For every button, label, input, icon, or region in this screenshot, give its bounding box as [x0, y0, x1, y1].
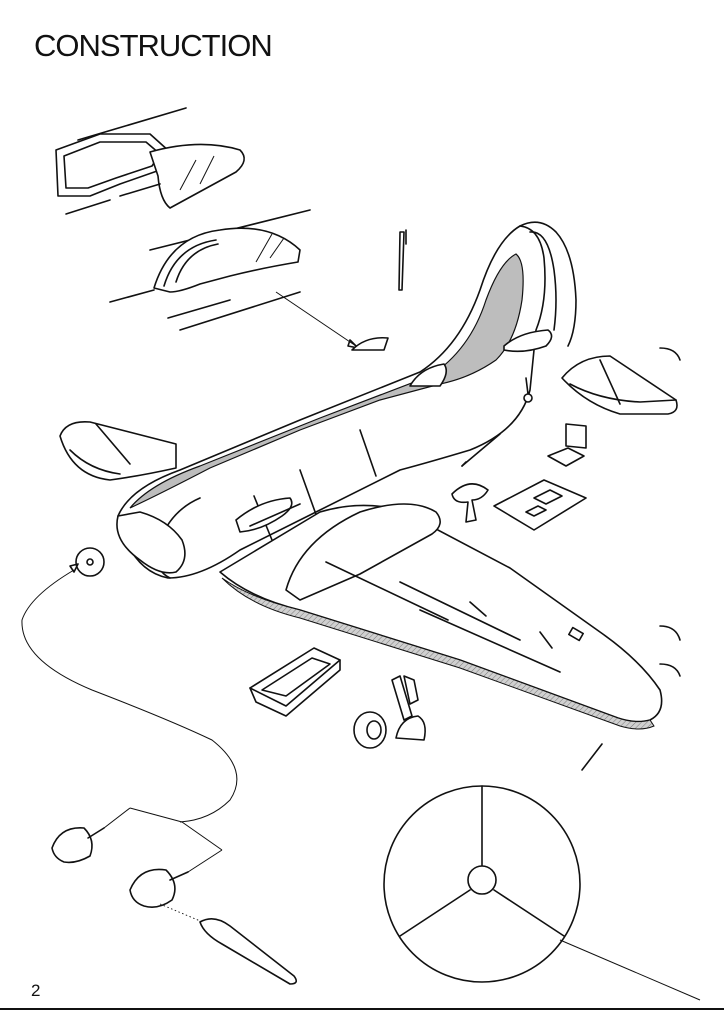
- tail-wheel-part: [523, 377, 533, 403]
- page-number: 2: [31, 981, 41, 1000]
- spinner-backplate-part: [21, 547, 238, 823]
- undercarriage-part: [353, 675, 426, 749]
- margin-marks: [659, 347, 681, 677]
- propeller-assembly: [383, 785, 701, 1001]
- pitot-part: [581, 743, 603, 771]
- spinner-part: [51, 807, 298, 985]
- bottom-rule: [0, 1008, 724, 1010]
- radiator-scoop-part: [249, 647, 341, 717]
- cockpit-parts: [451, 423, 587, 531]
- fuselage: [116, 221, 577, 579]
- left-wing: [59, 420, 177, 481]
- page-title: CONSTRUCTION: [34, 28, 273, 63]
- antenna-mast-part: [398, 229, 407, 291]
- canopy-frame-part: [55, 107, 245, 215]
- right-wing: [219, 503, 663, 730]
- canopy-part: [109, 209, 359, 349]
- tailplane-part: [561, 355, 678, 415]
